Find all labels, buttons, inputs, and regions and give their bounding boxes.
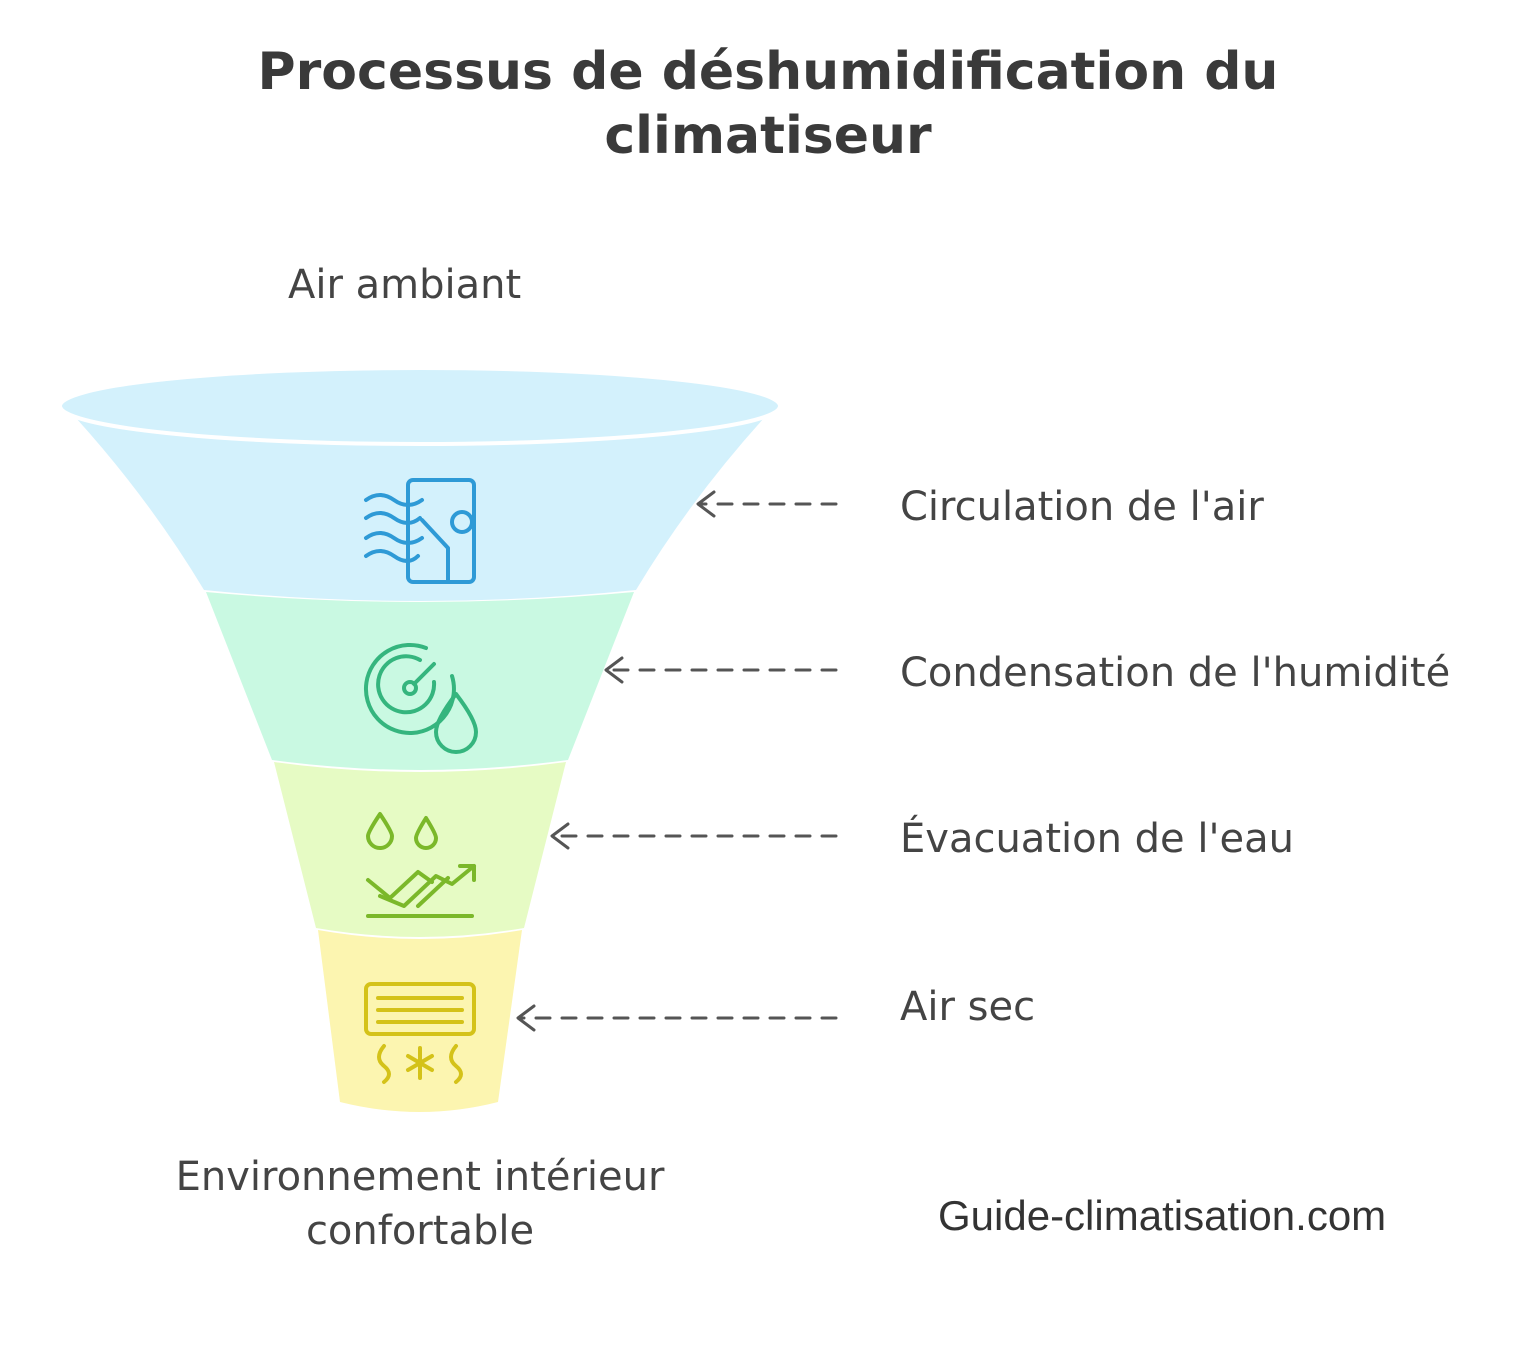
- funnel-segment-3: [274, 762, 566, 937]
- title-line-2: climatiseur: [604, 106, 932, 166]
- humidity-gauge-icon: [364, 642, 478, 754]
- step-label-3: Évacuation de l'eau: [900, 816, 1294, 862]
- step-label-1: Circulation de l'air: [900, 484, 1264, 530]
- arrow-step-2: [604, 656, 838, 684]
- funnel-segment-2: [206, 592, 634, 770]
- step-label-2: Condensation de l'humidité: [900, 650, 1451, 696]
- input-label: Air ambiant: [288, 262, 522, 308]
- output-label-line-2: confortable: [305, 1208, 535, 1254]
- air-circulation-icon: [364, 478, 476, 584]
- arrow-step-3: [550, 822, 838, 850]
- output-label-line-1: Environnement intérieur: [175, 1154, 665, 1200]
- output-label: Environnement intérieur confortable: [60, 1150, 780, 1258]
- arrow-step-4: [516, 1004, 838, 1032]
- funnel-segment-1: [76, 418, 764, 601]
- watermark: Guide-climatisation.com: [938, 1192, 1387, 1239]
- step-label-4: Air sec: [900, 984, 1036, 1030]
- air-conditioner-icon: [364, 982, 476, 1084]
- water-drainage-icon: [366, 812, 476, 918]
- diagram-title: Processus de déshumidification du climat…: [0, 40, 1536, 168]
- arrow-step-1: [696, 490, 838, 518]
- title-line-1: Processus de déshumidification du: [257, 42, 1279, 102]
- funnel-rim: [58, 366, 782, 446]
